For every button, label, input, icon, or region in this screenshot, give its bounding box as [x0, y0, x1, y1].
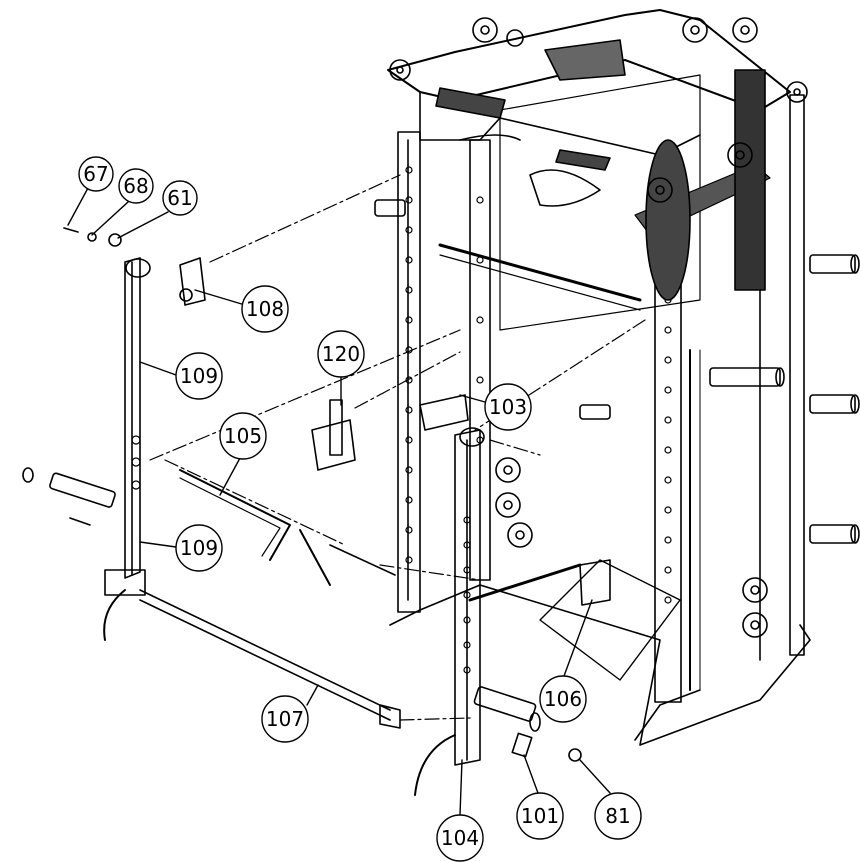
callout-109b: 109	[139, 524, 223, 572]
callout-label-61: 61	[167, 186, 192, 210]
rack-frame	[374, 9, 860, 746]
callout-109a: 109	[139, 352, 223, 400]
callout-103: 103	[459, 383, 532, 431]
left-upright-front	[397, 131, 421, 613]
callout-101: 101	[516, 754, 564, 840]
exploded-parts	[22, 227, 611, 796]
callout-label-103: 103	[489, 395, 527, 419]
callout-label-107: 107	[266, 707, 304, 731]
callout-label-109a: 109	[180, 364, 218, 388]
callouts: 67 68 61 108 109 120	[67, 156, 642, 862]
callout-label-67: 67	[83, 162, 108, 186]
callout-105: 105	[219, 412, 267, 496]
bar-105	[179, 469, 291, 561]
weight-stack	[734, 69, 766, 291]
callout-label-104: 104	[441, 826, 479, 850]
right-upright-back	[789, 94, 805, 656]
callout-label-109b: 109	[180, 536, 218, 560]
callout-61: 61	[117, 180, 198, 239]
callout-label-101: 101	[521, 804, 559, 828]
bracket-120	[311, 419, 356, 471]
callout-107: 107	[261, 684, 319, 743]
cable-cover	[645, 139, 691, 301]
callout-67: 67	[67, 156, 114, 226]
upright-104	[454, 429, 481, 766]
callout-label-108: 108	[246, 297, 284, 321]
bracket-108	[179, 257, 206, 306]
callout-104: 104	[436, 759, 484, 862]
callout-81: 81	[579, 759, 642, 840]
callout-120: 120	[317, 330, 365, 406]
callout-label-68: 68	[123, 174, 148, 198]
callout-68: 68	[91, 168, 154, 236]
callout-label-106: 106	[544, 687, 582, 711]
callout-108: 108	[194, 285, 289, 333]
callout-106: 106	[539, 599, 593, 723]
callout-label-120: 120	[322, 342, 360, 366]
callout-label-81: 81	[605, 804, 630, 828]
callout-label-105: 105	[224, 424, 262, 448]
